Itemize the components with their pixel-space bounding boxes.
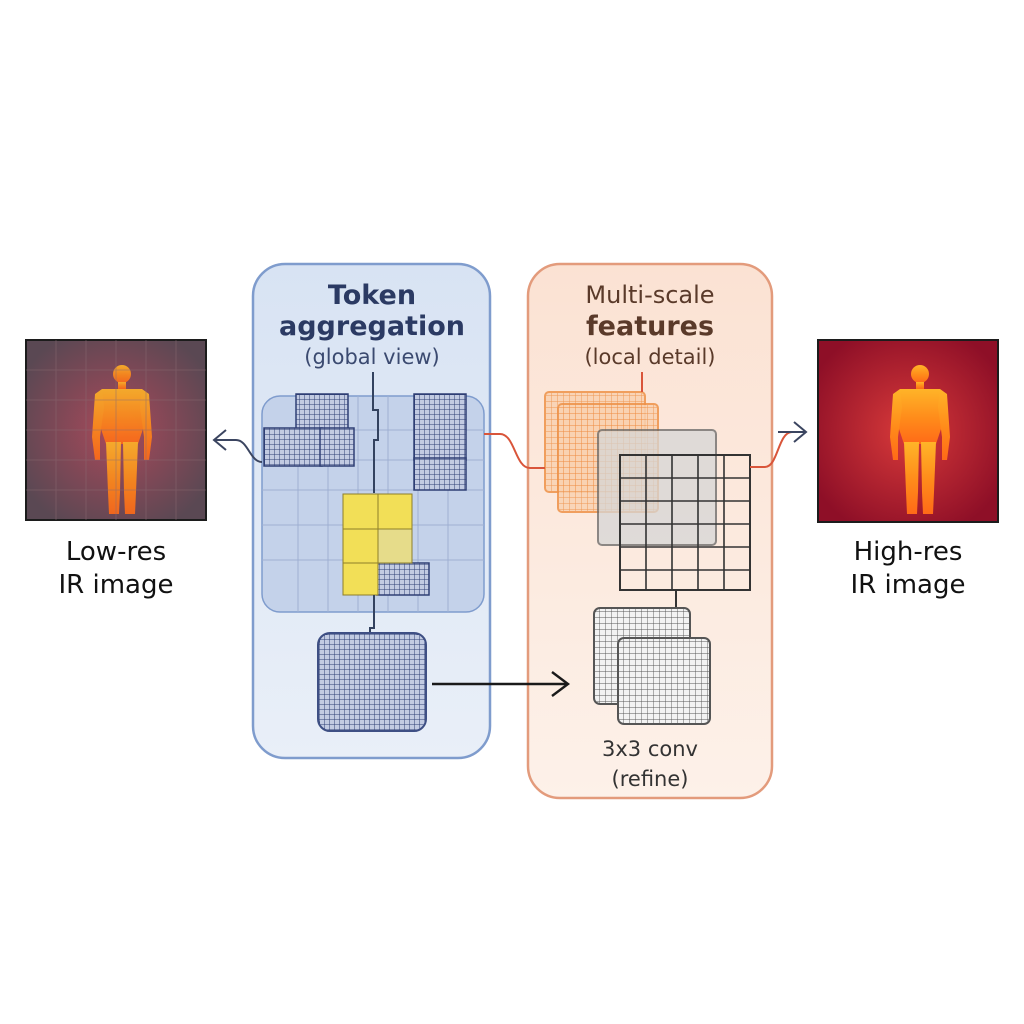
low-res-label: Low-res IR image xyxy=(16,536,216,602)
gray-feature-maps xyxy=(597,429,751,591)
local-panel-title-line1: Multi-scale xyxy=(585,281,715,309)
input-arrow-icon xyxy=(212,429,263,463)
global-panel-title: Token aggregation (global view) xyxy=(258,280,486,373)
output-arrow-icon xyxy=(778,421,808,443)
conv-label: 3x3 conv (refine) xyxy=(560,734,740,794)
selected-tokens xyxy=(342,493,413,596)
global-view-panel xyxy=(251,262,492,760)
conv-label-line2: (refine) xyxy=(611,767,689,791)
high-res-ir-image xyxy=(817,339,999,523)
high-res-label-line1: High-res xyxy=(853,537,963,567)
feature-connector xyxy=(484,431,793,469)
high-res-label-line2: IR image xyxy=(850,570,966,600)
global-panel-title-line1: Token xyxy=(327,280,417,311)
local-panel-subtitle: (local detail) xyxy=(584,345,716,369)
flow-arrow-icon xyxy=(432,671,570,697)
local-panel-title-line2: features xyxy=(585,311,715,342)
local-panel-title: Multi-scale features (local detail) xyxy=(532,280,768,373)
token-blocks xyxy=(263,393,467,596)
conv-label-line1: 3x3 conv xyxy=(602,737,698,761)
low-res-ir-image xyxy=(25,339,207,521)
local-detail-panel xyxy=(526,262,774,800)
global-panel-title-line2: aggregation xyxy=(279,311,465,342)
conv-3x3-block xyxy=(593,607,711,725)
low-res-label-line1: Low-res xyxy=(65,537,167,567)
low-res-label-line2: IR image xyxy=(58,570,174,600)
global-panel-subtitle: (global view) xyxy=(304,345,440,369)
high-res-label: High-res IR image xyxy=(808,536,1008,602)
aggregated-token-map xyxy=(317,632,427,732)
